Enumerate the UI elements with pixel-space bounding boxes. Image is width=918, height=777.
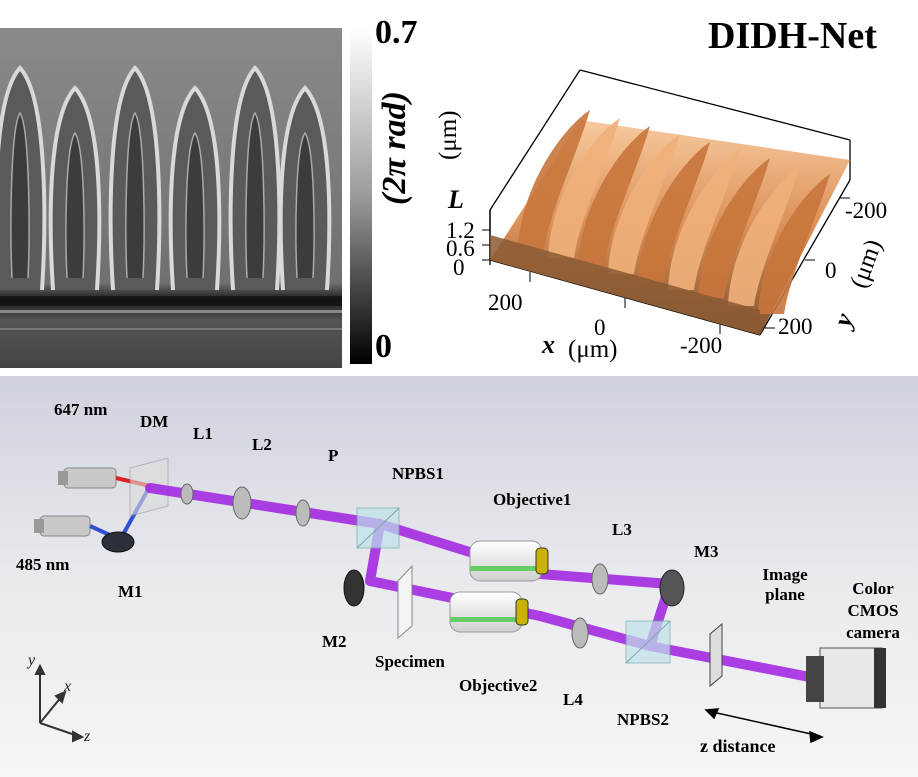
villus-core — [65, 131, 85, 279]
x-tick-3: -200 — [680, 333, 723, 358]
label-z-distance: z distance — [700, 736, 776, 756]
label-npbs2: NPBS2 — [617, 710, 669, 729]
coord-z: z — [84, 728, 91, 745]
surface-plot — [482, 69, 851, 336]
y-tick-3: 200 — [778, 314, 813, 339]
y-tick-1: -200 — [845, 198, 888, 223]
mirror-m2 — [343, 569, 365, 607]
colorbar-max-label: 0.7 — [375, 14, 418, 51]
coordinate-axes — [34, 663, 85, 743]
label-dm: DM — [140, 412, 169, 431]
surface-ridge — [758, 174, 830, 314]
label-p: P — [328, 446, 339, 465]
surface-ridge — [698, 158, 770, 298]
mirror-m3 — [659, 569, 685, 607]
laser-red — [58, 467, 117, 489]
label-m1: M1 — [118, 582, 143, 601]
mirror-m1 — [101, 531, 135, 553]
optical-setup — [0, 376, 918, 777]
polarizer-p — [295, 499, 311, 527]
label-objective1: Objective1 — [493, 490, 572, 509]
coord-y: y — [28, 652, 36, 669]
surface-ridge — [548, 118, 620, 258]
network-title: DIDH-Net — [708, 15, 877, 57]
colorbar — [350, 28, 372, 364]
surface-ridge — [578, 126, 650, 266]
label-l1: L1 — [193, 424, 213, 443]
objective-2 — [449, 591, 529, 633]
z-tick-3: 0 — [453, 255, 465, 280]
z-tick-1: 1.2 — [446, 218, 475, 243]
villi-group — [0, 65, 332, 291]
color-cmos-camera — [806, 647, 886, 709]
z-axis-unit: (μm) — [435, 110, 462, 161]
x-axis-label: x — [542, 330, 555, 359]
surface-ridge — [668, 150, 740, 290]
z-tick-2: 0.6 — [446, 236, 475, 261]
label-l4: L4 — [563, 690, 583, 709]
lens-l3 — [591, 563, 609, 595]
label-image-plane: Image plane — [762, 565, 808, 604]
specimen-slide — [397, 564, 413, 640]
lens-l4 — [571, 617, 589, 649]
surface-ridge — [518, 110, 590, 250]
x-tick-1: 200 — [488, 290, 523, 315]
x-axis-unit: (μm) — [568, 336, 618, 363]
villus-core — [185, 131, 205, 279]
colorbar-min-label: 0 — [375, 328, 392, 365]
z-axis-label: L — [448, 185, 464, 214]
villus-core — [10, 111, 30, 279]
objective-1 — [469, 540, 549, 582]
surface-ridge — [608, 134, 680, 274]
label-485nm: 485 nm — [16, 555, 70, 574]
label-objective2: Objective2 — [459, 676, 538, 695]
label-camera: Color CMOS camera — [846, 579, 900, 642]
surface-ridge — [728, 166, 800, 306]
lens-l1 — [180, 483, 194, 505]
villus-core — [245, 111, 265, 279]
coord-x: x — [64, 678, 72, 695]
npbs2-cube — [625, 620, 671, 664]
npbs1-cube — [356, 507, 400, 549]
x-tick-2: 0 — [594, 315, 606, 340]
label-647nm: 647 nm — [54, 400, 108, 419]
label-npbs1: NPBS1 — [392, 464, 444, 483]
villus-core — [125, 111, 145, 279]
surface-ridges — [518, 110, 830, 314]
image-plane — [709, 622, 723, 688]
colorbar-unit-label: (2π rad) — [376, 91, 413, 205]
surface-ridge — [638, 142, 710, 282]
laser-blue — [34, 515, 91, 537]
label-l3: L3 — [612, 520, 632, 539]
label-m3: M3 — [694, 542, 719, 561]
z-distance-arrow — [704, 708, 824, 744]
label-specimen: Specimen — [375, 652, 445, 671]
lens-l2 — [232, 486, 252, 520]
y-tick-2: 0 — [825, 258, 837, 283]
phase-image — [0, 28, 342, 368]
label-m2: M2 — [322, 632, 347, 651]
label-l2: L2 — [252, 435, 272, 454]
villus-core — [295, 131, 315, 279]
